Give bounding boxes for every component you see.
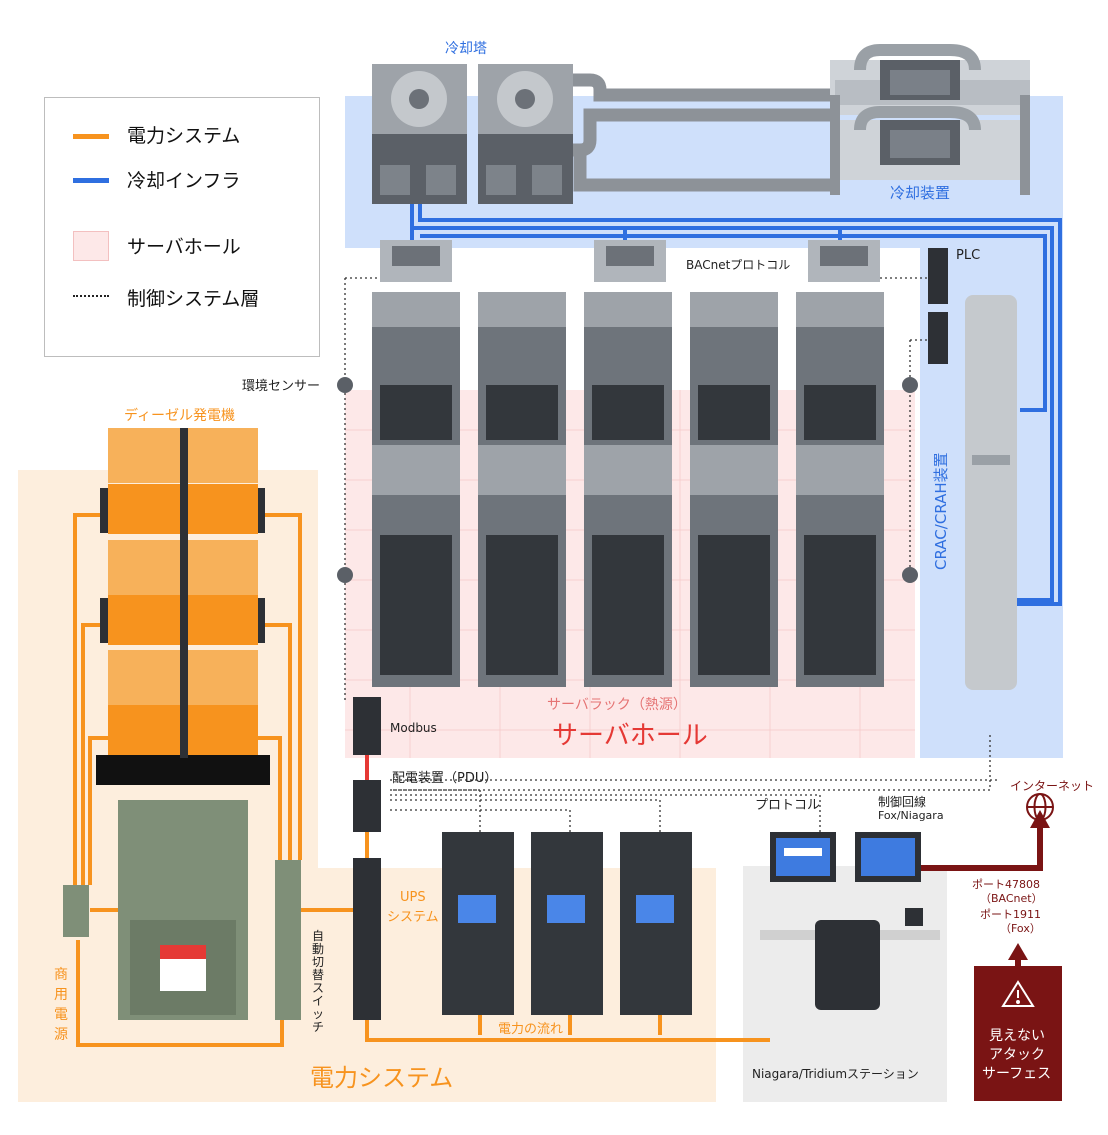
env-sensor-3 — [902, 377, 918, 393]
utility-transformer — [63, 800, 301, 1020]
server-hall-title: サーバホール — [552, 721, 708, 751]
legend-cooling-swatch — [73, 178, 109, 183]
modbus-box — [353, 697, 381, 755]
legend-control-swatch — [73, 295, 109, 297]
control-line-label-1: 制御回線 — [878, 795, 927, 809]
legend: 電力システム 冷却インフラ サーバホール 制御システム層 — [44, 97, 320, 357]
crac-label: CRAC/CRAH装置 — [932, 452, 950, 570]
crac-unit — [965, 295, 1017, 690]
legend-server-hall-label: サーバホール — [127, 236, 241, 258]
cooling-tower-label: 冷却塔 — [445, 41, 487, 57]
chiller-units — [830, 44, 1030, 195]
legend-cooling-label: 冷却インフラ — [127, 170, 241, 192]
diesel-label: ディーゼル発電機 — [124, 408, 236, 424]
legend-control-label: 制御システム層 — [127, 288, 260, 310]
ups-label-2: システム — [387, 910, 439, 925]
ups-tower — [353, 858, 381, 1020]
diesel-generators — [96, 428, 270, 785]
protocol-label: プロトコル — [755, 798, 821, 813]
port2-label-2: （Fox） — [1000, 922, 1041, 935]
ats-label: 自動切替スイッチ — [312, 929, 325, 1034]
env-sensor — [337, 377, 353, 393]
legend-power-label: 電力システム — [127, 125, 241, 147]
port1-label-1: ポート47808 — [972, 878, 1040, 891]
env-sensor-label: 環境センサー — [242, 379, 321, 394]
legend-power-swatch — [73, 134, 109, 139]
internet-label: インターネット — [1010, 779, 1095, 793]
env-sensor-4 — [902, 567, 918, 583]
power-flow-label: 電力の流れ — [498, 1022, 564, 1037]
warning-icon — [1001, 980, 1035, 1007]
utility-label: 商用電源 — [54, 967, 68, 1043]
power-system-title: 電力システム — [310, 1064, 454, 1092]
control-line-label-2: Fox/Niagara — [878, 809, 944, 822]
env-sensor-2 — [337, 567, 353, 583]
server-rack-label: サーバラック（熱源） — [547, 697, 687, 713]
attack-label-2: アタック — [989, 1047, 1045, 1063]
port2-label-1: ポート1911 — [980, 908, 1041, 921]
attack-label-3: サーフェス — [982, 1066, 1052, 1082]
pdu-box — [353, 780, 381, 832]
legend-server-hall-swatch — [73, 231, 109, 261]
cooling-towers — [372, 64, 573, 204]
globe-icon — [1026, 793, 1054, 821]
station-label: Niagara/Tridiumステーション — [752, 1067, 919, 1081]
attack-label-1: 見えない — [989, 1028, 1045, 1044]
ups-units — [442, 832, 692, 1015]
port1-label-2: （BACnet） — [980, 892, 1043, 905]
bacnet-protocol-label: BACnetプロトコル — [686, 258, 791, 272]
crac-vents — [380, 240, 880, 282]
chiller-label: 冷却装置 — [890, 184, 951, 202]
workstation — [760, 832, 940, 1010]
ups-label-1: UPS — [400, 890, 426, 905]
pdu-label: 配電装置（PDU） — [392, 771, 498, 786]
plc-device — [928, 248, 948, 304]
plc-label: PLC — [956, 248, 981, 263]
plc-device-2 — [928, 312, 948, 364]
modbus-label: Modbus — [390, 721, 437, 735]
server-racks — [372, 292, 884, 687]
attack-surface-box — [974, 966, 1062, 1101]
